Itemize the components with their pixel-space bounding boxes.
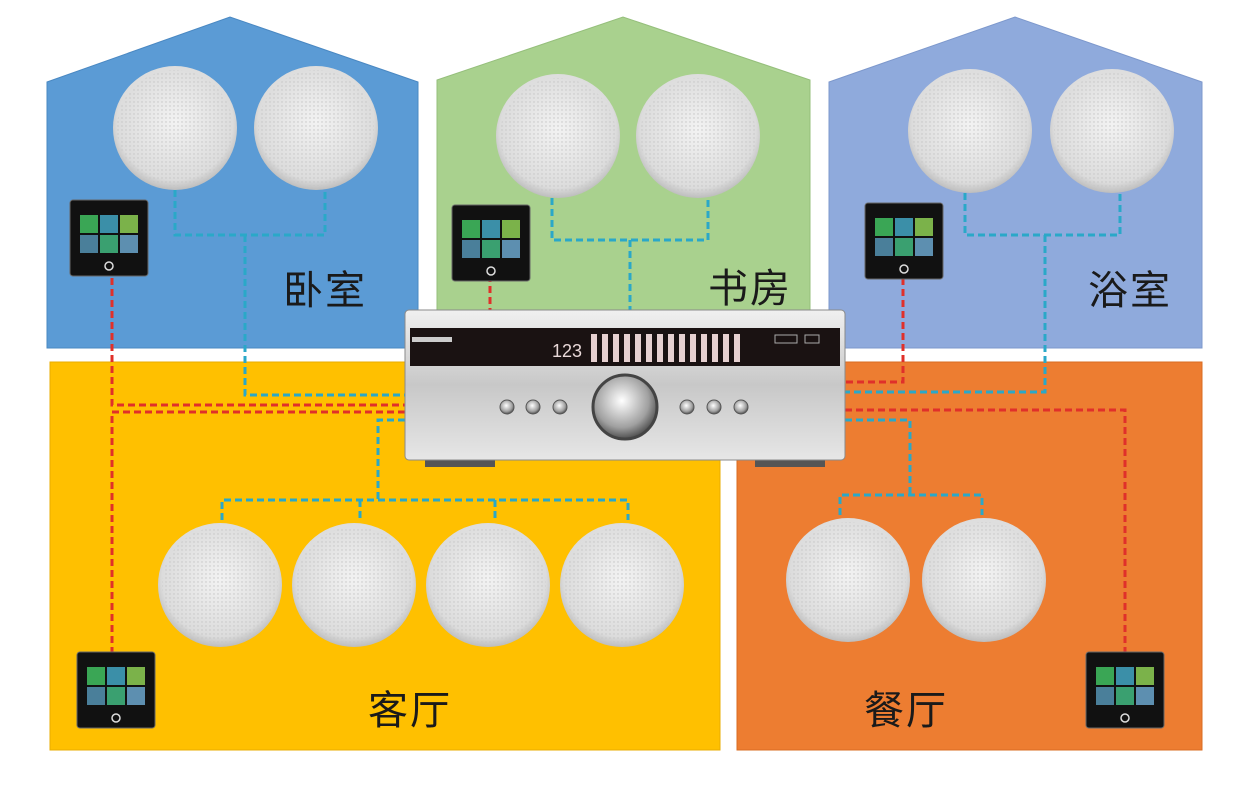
eq-bar xyxy=(723,334,729,362)
panel-tile xyxy=(87,687,105,705)
room-label-dining: 餐厅 xyxy=(864,688,948,734)
panel-tile xyxy=(482,220,500,238)
speaker xyxy=(426,523,550,647)
panel-tile xyxy=(875,238,893,256)
panel-tile xyxy=(875,218,893,236)
speaker xyxy=(908,69,1032,193)
eq-bar xyxy=(602,334,608,362)
eq-bar xyxy=(657,334,663,362)
touch-control-panel xyxy=(69,199,149,277)
panel-tile xyxy=(80,215,98,233)
panel-tile xyxy=(80,235,98,253)
volume-knob xyxy=(591,373,659,441)
eq-bar xyxy=(624,334,630,362)
power-icon xyxy=(111,713,121,723)
button xyxy=(499,399,515,415)
panel-tile xyxy=(107,687,125,705)
eq-bar xyxy=(668,334,674,362)
speaker xyxy=(254,66,378,190)
panel-tile xyxy=(100,235,118,253)
panel-tile xyxy=(462,240,480,258)
speaker xyxy=(636,74,760,198)
touch-control-panel xyxy=(451,204,531,282)
button xyxy=(525,399,541,415)
panel-tile xyxy=(120,215,138,233)
amplifier-display: 123 xyxy=(552,341,582,361)
speaker xyxy=(158,523,282,647)
panel-tile xyxy=(502,240,520,258)
amplifier: 123 xyxy=(404,309,846,467)
panel-tile xyxy=(915,218,933,236)
panel-tile xyxy=(1116,667,1134,685)
eq-bar xyxy=(613,334,619,362)
panel-tile xyxy=(1136,687,1154,705)
control-panels xyxy=(69,199,1165,729)
room-label-study: 书房 xyxy=(708,266,792,312)
button xyxy=(733,399,749,415)
power-icon xyxy=(486,266,496,276)
eq-bar xyxy=(690,334,696,362)
room-label-living: 客厅 xyxy=(368,688,452,734)
speaker xyxy=(786,518,910,642)
eq-bar xyxy=(635,334,641,362)
panel-tile xyxy=(100,215,118,233)
speaker-wires xyxy=(173,190,1122,520)
room-label-bedroom: 卧室 xyxy=(283,268,367,314)
eq-bar xyxy=(646,334,652,362)
button xyxy=(679,399,695,415)
touch-control-panel xyxy=(1085,651,1165,729)
speaker xyxy=(113,66,237,190)
panel-tile xyxy=(87,667,105,685)
panel-tile xyxy=(1136,667,1154,685)
panel-tile xyxy=(127,687,145,705)
touch-control-panel xyxy=(864,202,944,280)
touch-control-panel xyxy=(76,651,156,729)
panel-tile xyxy=(462,220,480,238)
power-icon xyxy=(1120,713,1130,723)
panel-tile xyxy=(1116,687,1134,705)
power-icon xyxy=(104,261,114,271)
speaker xyxy=(560,523,684,647)
speaker xyxy=(1050,69,1174,193)
panel-tile xyxy=(895,238,913,256)
panel-tile xyxy=(120,235,138,253)
eq-bar xyxy=(679,334,685,362)
panel-tile xyxy=(1096,687,1114,705)
speaker xyxy=(292,523,416,647)
panel-tile xyxy=(107,667,125,685)
eq-bar xyxy=(712,334,718,362)
eq-bar xyxy=(591,334,597,362)
eq-bar xyxy=(734,334,740,362)
speaker xyxy=(922,518,1046,642)
button xyxy=(706,399,722,415)
button xyxy=(552,399,568,415)
panel-tile xyxy=(915,238,933,256)
panel-tile xyxy=(482,240,500,258)
panel-tile xyxy=(127,667,145,685)
speaker xyxy=(496,74,620,198)
room-label-bathroom: 浴室 xyxy=(1088,268,1172,314)
panel-tile xyxy=(895,218,913,236)
eq-bar xyxy=(701,334,707,362)
speakers xyxy=(113,66,1174,647)
panel-tile xyxy=(502,220,520,238)
power-icon xyxy=(899,264,909,274)
panel-tile xyxy=(1096,667,1114,685)
